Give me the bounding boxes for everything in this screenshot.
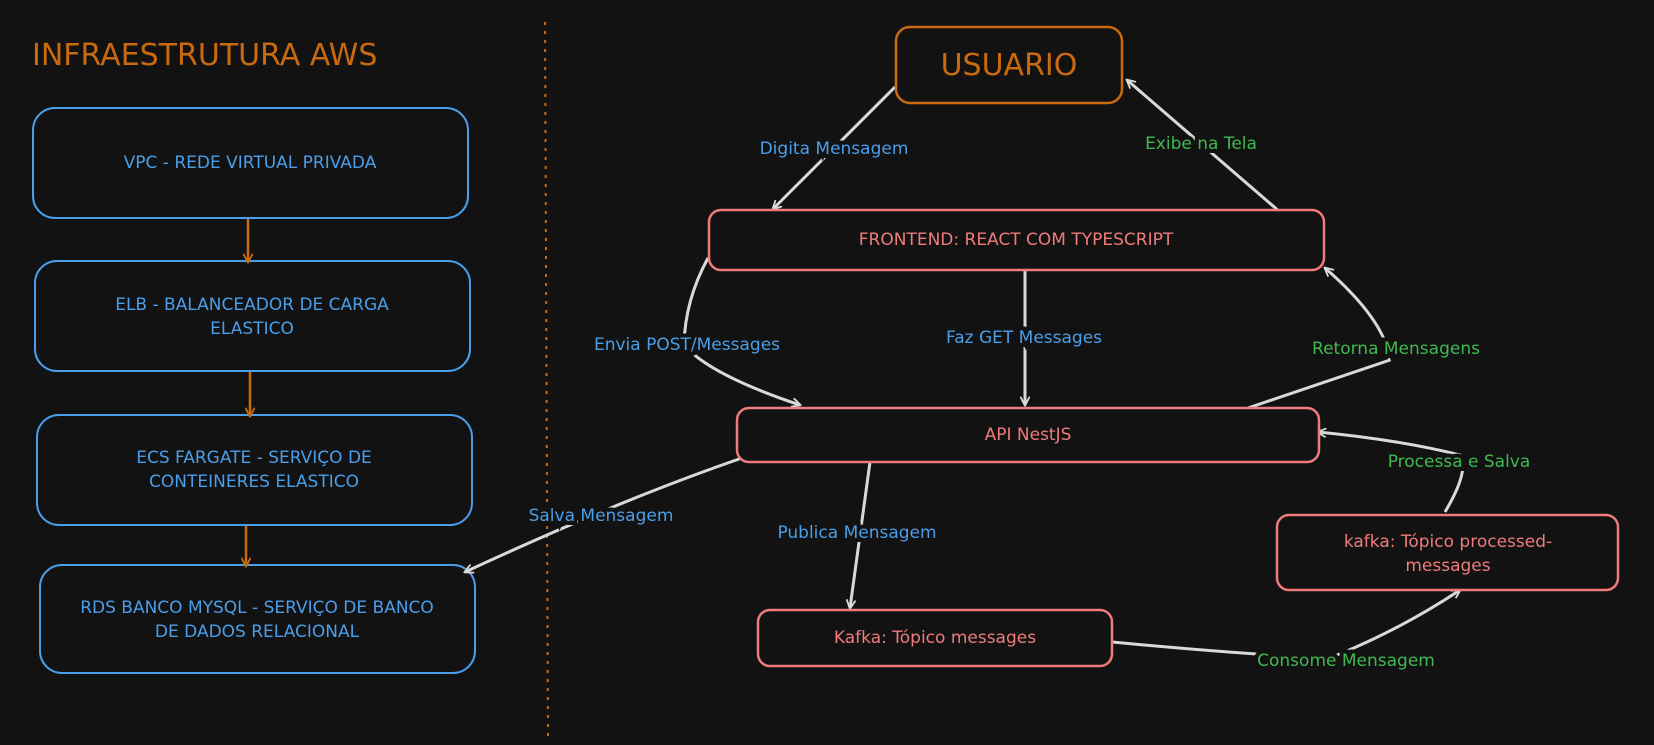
arrow-kafka-to-processed — [1111, 590, 1460, 660]
arrow-frontend-to-usuario — [1127, 80, 1281, 214]
infra-title: INFRAESTRUTURA AWS — [32, 38, 377, 73]
infra-box-vpc[interactable]: VPC - REDE VIRTUAL PRIVADA — [32, 107, 469, 219]
infra-box-vpc-label: VPC - REDE VIRTUAL PRIVADA — [124, 153, 377, 173]
node-api-label: API NestJS — [985, 425, 1072, 445]
node-usuario-label: USUARIO — [941, 48, 1078, 83]
node-kafka-processed-label-line2: messages — [1405, 556, 1490, 576]
edge-label-faz-get: Faz GET Messages — [946, 328, 1102, 348]
node-kafka-messages[interactable]: Kafka: Tópico messages — [756, 608, 1114, 668]
edge-label-envia-post: Envia POST/Messages — [594, 335, 780, 355]
node-frontend-label: FRONTEND: REACT COM TYPESCRIPT — [859, 230, 1174, 250]
arrow-api-to-kafka — [850, 461, 872, 608]
edge-label-digita-mensagem: Digita Mensagem — [760, 139, 909, 159]
edge-label-salva-mensagem: Salva Mensagem — [529, 506, 674, 526]
section-divider — [544, 21, 549, 741]
infra-box-elb-label-line2: ELASTICO — [210, 319, 294, 339]
node-kafka-processed-label-line1: kafka: Tópico processed- — [1344, 532, 1552, 552]
arrow-api-to-rds — [465, 456, 743, 572]
node-usuario[interactable]: USUARIO — [894, 25, 1124, 105]
edge-label-publica-mensagem: Publica Mensagem — [777, 523, 936, 543]
infra-box-elb-label-line1: ELB - BALANCEADOR DE CARGA — [115, 295, 389, 315]
infra-box-ecs-label-line1: ECS FARGATE - SERVIÇO DE — [136, 448, 372, 468]
edge-label-processa-e-salva: Processa e Salva — [1388, 452, 1531, 472]
arrow-processed-to-api — [1318, 432, 1465, 513]
infra-box-ecs-label-line2: CONTEINERES ELASTICO — [149, 472, 359, 492]
edge-label-retorna-mensagens: Retorna Mensagens — [1312, 339, 1480, 359]
infra-box-elb[interactable]: ELB - BALANCEADOR DE CARGA ELASTICO — [34, 260, 471, 372]
node-kafka-processed[interactable]: kafka: Tópico processed- messages — [1275, 513, 1620, 592]
edge-label-exibe-na-tela: Exibe na Tela — [1145, 134, 1257, 154]
infra-box-rds-label-line2: DE DADOS RELACIONAL — [155, 622, 360, 642]
infra-box-ecs[interactable]: ECS FARGATE - SERVIÇO DE CONTEINERES ELA… — [36, 414, 473, 526]
infra-box-rds[interactable]: RDS BANCO MYSQL - SERVIÇO DE BANCO DE DA… — [39, 564, 476, 674]
node-frontend[interactable]: FRONTEND: REACT COM TYPESCRIPT — [707, 208, 1326, 272]
arrow-api-to-frontend-return — [1247, 268, 1392, 410]
arrow-usuario-to-frontend — [773, 85, 897, 209]
arrow-frontend-to-api-post — [682, 257, 800, 405]
infra-box-rds-label-line1: RDS BANCO MYSQL - SERVIÇO DE BANCO — [80, 598, 434, 618]
node-kafka-messages-label: Kafka: Tópico messages — [834, 628, 1036, 648]
edge-label-consome-mensagem: Consome Mensagem — [1257, 651, 1435, 671]
node-api[interactable]: API NestJS — [735, 406, 1321, 464]
